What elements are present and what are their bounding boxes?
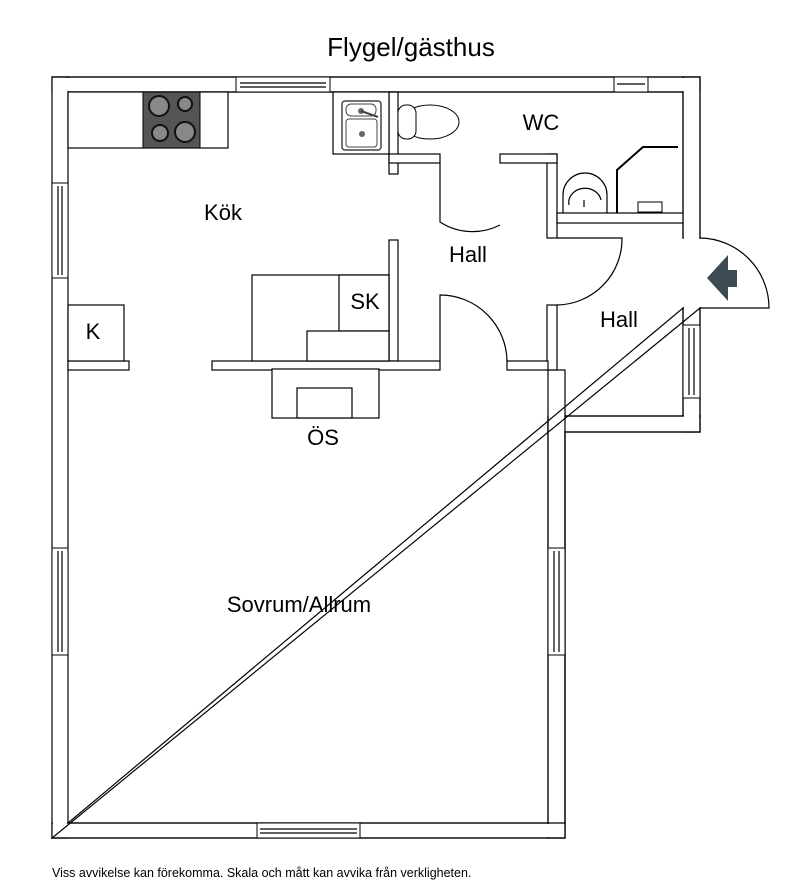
- room-label-fridge: K: [86, 319, 101, 344]
- plan-title: Flygel/gästhus: [327, 32, 495, 62]
- room-label-stove: ÖS: [307, 425, 339, 450]
- shower-icon: [616, 146, 678, 213]
- door-hall: [439, 294, 508, 362]
- built-ins: [67, 274, 390, 419]
- room-label-hall-entry: Hall: [600, 307, 638, 332]
- entrance-arrow-icon: [707, 255, 737, 301]
- disclaimer: Viss avvikelse kan förekomma. Skala och …: [52, 866, 471, 880]
- room-label-hall-inner: Hall: [449, 242, 487, 267]
- kitchen-counter: [67, 91, 390, 155]
- door-entrance: [699, 237, 770, 309]
- door-wc: [439, 163, 501, 233]
- washbasin-icon: [562, 172, 608, 213]
- room-label-bedroom: Sovrum/Allrum: [227, 592, 371, 617]
- room-label-kitchen: Kök: [204, 200, 243, 225]
- room-label-closet: SK: [350, 289, 380, 314]
- walls: [50, 76, 701, 839]
- doors: [439, 163, 770, 362]
- room-label-wc: WC: [523, 110, 560, 135]
- windows: [51, 76, 701, 839]
- door-hall-entry: [556, 237, 623, 306]
- wc-fixtures: [397, 104, 678, 213]
